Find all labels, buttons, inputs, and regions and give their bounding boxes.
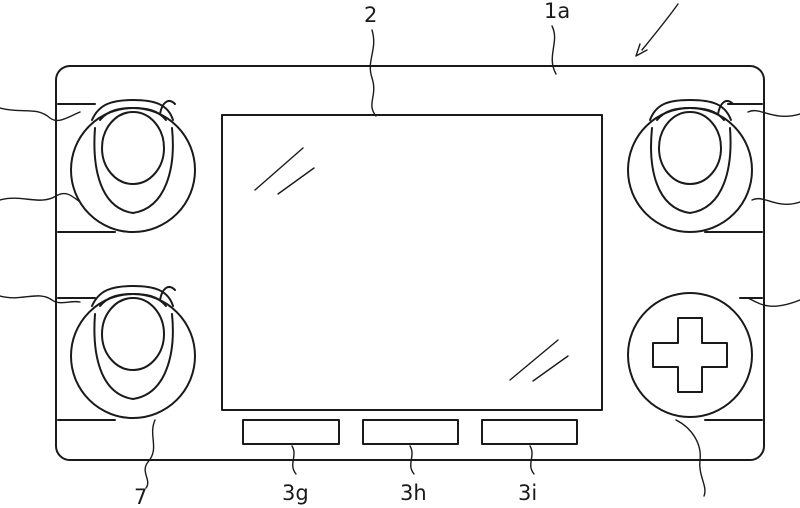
analog-stick-top-left[interactable] xyxy=(70,99,196,233)
label-body: 1a xyxy=(544,0,570,23)
label-button-3h: 3h xyxy=(400,481,427,505)
label-button-3g: 3g xyxy=(282,481,309,505)
label-screen: 2 xyxy=(364,3,377,27)
label-stick-7: 7 xyxy=(134,485,147,508)
right-side-rails xyxy=(704,103,763,421)
button-3h[interactable] xyxy=(362,419,459,445)
leader-lines xyxy=(0,3,800,497)
button-3i[interactable] xyxy=(481,419,578,445)
button-3g[interactable] xyxy=(242,419,340,445)
label-button-3i: 3i xyxy=(518,481,537,505)
left-side-rails xyxy=(57,103,116,421)
dpad[interactable] xyxy=(627,292,753,418)
display-screen xyxy=(221,114,603,411)
screen-glare-marks xyxy=(254,147,569,382)
analog-stick-top-right[interactable] xyxy=(627,99,753,233)
device-body xyxy=(55,65,765,461)
analog-stick-bottom-left[interactable] xyxy=(70,285,196,419)
